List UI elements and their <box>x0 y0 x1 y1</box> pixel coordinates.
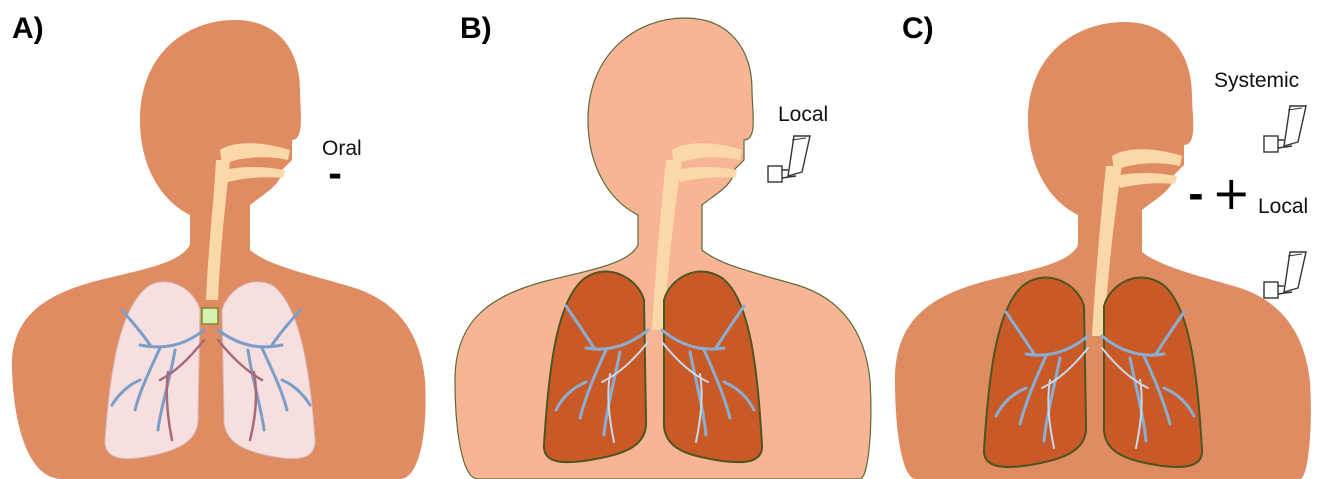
inhaler-icon <box>1258 246 1318 306</box>
panel-label-b: B) <box>460 14 492 44</box>
panel-a: A) Oral - <box>0 0 440 479</box>
minus-sign: - <box>1188 176 1204 214</box>
larynx <box>202 308 218 324</box>
route-label-local: Local <box>1258 196 1308 217</box>
panel-b: B) Local <box>440 0 880 479</box>
panel-label-a: A) <box>12 14 44 44</box>
panel-c: C) Systemic - + Local <box>880 0 1319 479</box>
panel-label-c: C) <box>902 14 934 44</box>
inhaler-icon <box>1258 100 1318 160</box>
route-label-systemic: Systemic <box>1214 70 1299 91</box>
route-label-local: Local <box>778 104 828 125</box>
minus-sign: - <box>328 158 342 192</box>
inhaler-icon <box>762 130 822 190</box>
torso-figure-b <box>440 0 880 479</box>
plus-sign: + <box>1212 170 1251 216</box>
torso-figure-a <box>0 0 440 479</box>
